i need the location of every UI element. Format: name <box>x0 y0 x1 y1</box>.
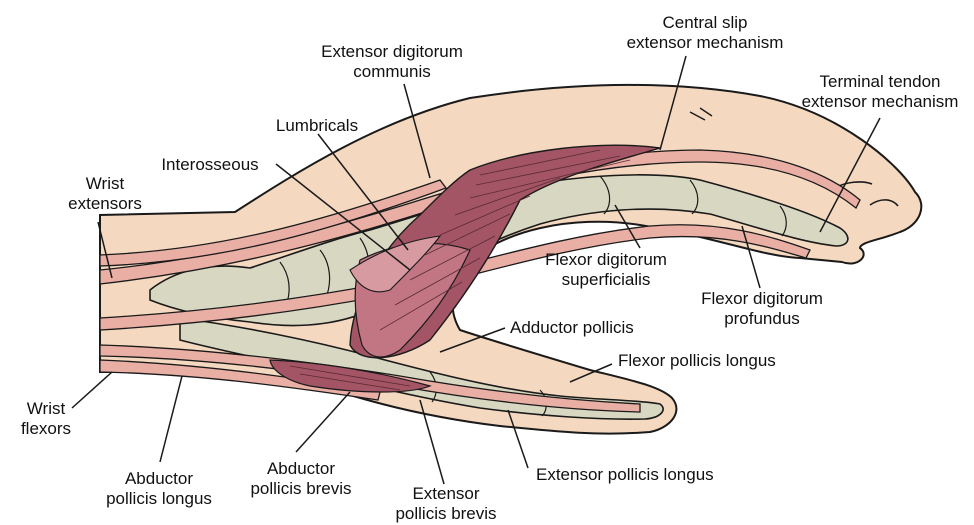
label-interosseous: Interosseous <box>148 155 272 175</box>
label-terminal-tendon-extensor-mechanism: Terminal tendon extensor mechanism <box>787 72 973 112</box>
label-extensor-pollicis-longus: Extensor pollicis longus <box>536 465 756 485</box>
label-abductor-pollicis-brevis: Abductor pollicis brevis <box>236 459 366 499</box>
label-abductor-pollicis-longus: Abductor pollicis longus <box>94 469 224 509</box>
label-extensor-digitorum-communis: Extensor digitorum communis <box>306 42 478 82</box>
label-flexor-pollicis-longus: Flexor pollicis longus <box>618 351 818 371</box>
label-lumbricals: Lumbricals <box>262 116 372 136</box>
label-wrist-extensors: Wrist extensors <box>62 174 148 214</box>
label-wrist-flexors: Wrist flexors <box>14 399 78 439</box>
label-extensor-pollicis-brevis: Extensor pollicis brevis <box>384 484 508 524</box>
label-flexor-digitorum-superficialis: Flexor digitorum superficialis <box>536 250 676 290</box>
label-flexor-digitorum-profundus: Flexor digitorum profundus <box>692 289 832 329</box>
label-adductor-pollicis: Adductor pollicis <box>510 318 660 338</box>
label-central-slip-extensor-mechanism: Central slip extensor mechanism <box>612 13 798 53</box>
